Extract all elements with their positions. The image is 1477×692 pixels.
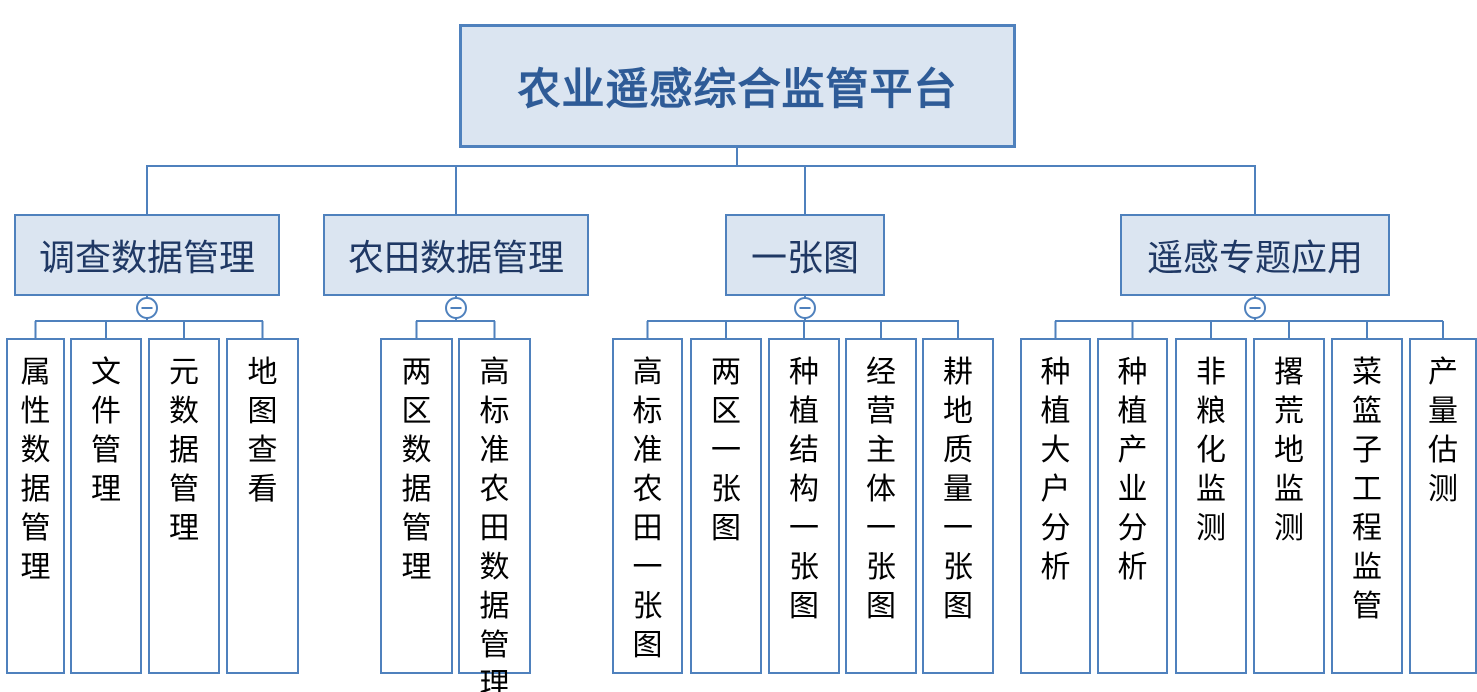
- node-farmland-data-management[interactable]: 农田数据管理: [323, 214, 589, 296]
- node-yield-estimation[interactable]: 产量估测: [1409, 338, 1477, 674]
- node-high-standard-farmland-data-management[interactable]: 高标准农田数据管理: [458, 338, 531, 692]
- leaf-label: 两区一张图: [711, 355, 741, 546]
- collapse-icon-group1[interactable]: [136, 297, 158, 319]
- leaf-label: 产量估测: [1428, 355, 1458, 507]
- collapse-icon-group4[interactable]: [1244, 297, 1266, 319]
- node-remote-sensing-thematic-apps[interactable]: 遥感专题应用: [1120, 214, 1390, 296]
- node-two-zones-one-map[interactable]: 两区一张图: [690, 338, 762, 674]
- node-abandoned-land-monitoring[interactable]: 撂荒地监测: [1253, 338, 1325, 674]
- node-two-zones-data-management[interactable]: 两区数据管理: [380, 338, 453, 674]
- node-business-entity-one-map[interactable]: 经营主体一张图: [845, 338, 917, 674]
- node-one-map[interactable]: 一张图: [725, 214, 885, 296]
- node-cultivated-land-quality-one-map[interactable]: 耕地质量一张图: [922, 338, 994, 674]
- leaf-label: 文件管理: [91, 355, 121, 507]
- leaf-label: 耕地质量一张图: [943, 355, 973, 624]
- leaf-label: 地图查看: [247, 355, 278, 507]
- node-attribute-data-management[interactable]: 属性数据管理: [6, 338, 65, 674]
- leaf-label: 元数据管理: [169, 355, 199, 546]
- leaf-label: 种植结构一张图: [789, 355, 819, 624]
- node-file-management[interactable]: 文件管理: [70, 338, 142, 674]
- collapse-icon-group3[interactable]: [794, 297, 816, 319]
- leaf-label: 高标准农田数据管理: [479, 355, 510, 692]
- leaf-label: 属性数据管理: [20, 355, 51, 585]
- node-vegetable-basket-project-supervision[interactable]: 菜篮子工程监管: [1331, 338, 1403, 674]
- leaf-label: 种植大户分析: [1040, 355, 1071, 585]
- leaf-label: 经营主体一张图: [866, 355, 896, 624]
- node-planting-industry-analysis[interactable]: 种植产业分析: [1097, 338, 1168, 674]
- leaf-label: 菜篮子工程监管: [1352, 355, 1382, 624]
- leaf-label: 两区数据管理: [401, 355, 432, 585]
- node-large-grower-analysis[interactable]: 种植大户分析: [1020, 338, 1091, 674]
- node-high-standard-farmland-one-map[interactable]: 高标准农田一张图: [612, 338, 683, 674]
- node-map-view[interactable]: 地图查看: [226, 338, 299, 674]
- leaf-label: 撂荒地监测: [1274, 355, 1304, 546]
- collapse-icon-group2[interactable]: [445, 297, 467, 319]
- leaf-label: 种植产业分析: [1117, 355, 1148, 585]
- node-platform-root[interactable]: 农业遥感综合监管平台: [459, 24, 1016, 148]
- node-metadata-management[interactable]: 元数据管理: [148, 338, 220, 674]
- node-survey-data-management[interactable]: 调查数据管理: [14, 214, 280, 296]
- leaf-label: 非粮化监测: [1196, 355, 1226, 546]
- node-planting-structure-one-map[interactable]: 种植结构一张图: [768, 338, 840, 674]
- leaf-label: 高标准农田一张图: [632, 355, 663, 663]
- node-non-grain-conversion-monitoring[interactable]: 非粮化监测: [1175, 338, 1247, 674]
